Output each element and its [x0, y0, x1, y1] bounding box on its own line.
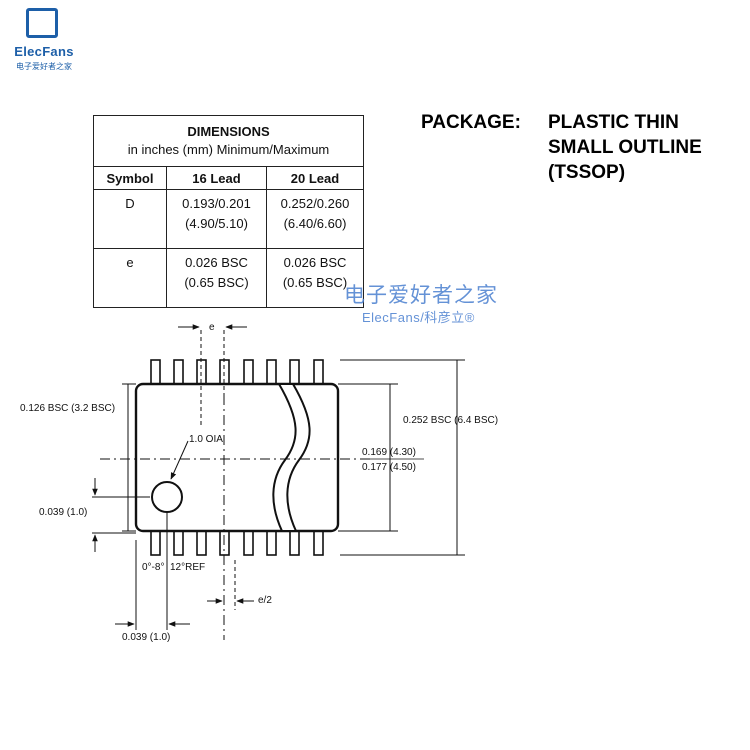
body-width-label: 0.126 BSC (3.2 BSC): [20, 403, 115, 414]
lead: [243, 359, 254, 386]
row-d-symbol: D: [93, 189, 167, 249]
row-e-20-lead: 0.026 BSC (0.65 BSC): [266, 248, 364, 308]
logo-name: ElecFans: [14, 44, 74, 59]
ref-label: 12°REF: [170, 562, 205, 573]
header-20-lead: 20 Lead: [266, 166, 364, 190]
lead: [150, 359, 161, 386]
body-length-dimension: [338, 383, 398, 532]
dims-title-cell: DIMENSIONS in inches (mm) Minimum/Maximu…: [93, 115, 364, 167]
dot-offset-label: 0.039 (1.0): [39, 507, 87, 518]
oia-leader: [170, 440, 189, 480]
package-label: PACKAGE:: [421, 112, 521, 133]
elecfans-logo: ElecFans 电子爱好者之家: [6, 6, 80, 80]
lead: [313, 529, 324, 556]
row-d-16-inch: 0.193/0.201: [182, 196, 251, 211]
center-lines: [100, 395, 372, 640]
table-row: D 0.193/0.201 (4.90/5.10) 0.252/0.260 (6…: [93, 189, 364, 249]
dims-title: DIMENSIONS: [187, 124, 270, 139]
body-width-dimension: [122, 383, 136, 532]
pin1-dot: [151, 481, 183, 513]
package-line-3: (TSSOP): [548, 162, 626, 183]
lead: [289, 529, 300, 556]
lead: [173, 359, 184, 386]
lead: [150, 529, 161, 556]
table-row: e 0.026 BSC (0.65 BSC) 0.026 BSC (0.65 B…: [93, 248, 364, 308]
row-d-20-lead: 0.252/0.260 (6.40/6.60): [266, 189, 364, 249]
package-line-2: SMALL OUTLINE: [548, 137, 702, 158]
body-length-max-label: 0.177 (4.50): [362, 462, 416, 473]
bottom-offset-label: 0.039 (1.0): [122, 632, 170, 643]
break-lines: [272, 383, 311, 532]
lead: [289, 359, 300, 386]
watermark-chinese: 电子爱好者之家: [344, 284, 498, 307]
row-d-16-lead: 0.193/0.201 (4.90/5.10): [166, 189, 267, 249]
row-d-20-mm: (6.40/6.60): [283, 216, 347, 231]
row-e-16-inch: 0.026 BSC: [185, 255, 248, 270]
half-pitch-label: e/2: [258, 595, 272, 606]
top-leads: [150, 359, 324, 386]
dims-title-row: DIMENSIONS in inches (mm) Minimum/Maximu…: [93, 115, 364, 167]
row-e-20-inch: 0.026 BSC: [283, 255, 347, 270]
watermark-english: ElecFans/科彦立®: [362, 310, 475, 325]
bottom-leads: [150, 529, 324, 556]
lead: [313, 359, 324, 386]
row-e-16-lead: 0.026 BSC (0.65 BSC): [166, 248, 267, 308]
lead: [196, 529, 207, 556]
dot-offset-dimension: [92, 478, 150, 552]
oia-label: 1.0 OIA: [189, 434, 223, 445]
dimensions-table: DIMENSIONS in inches (mm) Minimum/Maximu…: [93, 115, 364, 308]
body-length-min-label: 0.169 (4.30): [362, 447, 416, 458]
dims-header-row: Symbol 16 Lead 20 Lead: [93, 166, 364, 190]
total-width-label: 0.252 BSC (6.4 BSC): [403, 415, 498, 426]
lead: [266, 359, 277, 386]
bottom-offset-dimension: [115, 512, 190, 630]
row-d-20-inch: 0.252/0.260: [280, 196, 350, 211]
header-symbol: Symbol: [93, 166, 167, 190]
angle-label: 0°-8°: [142, 562, 164, 573]
dims-subtitle: in inches (mm) Minimum/Maximum: [127, 142, 330, 157]
logo-house-icon: [26, 8, 58, 38]
lead-centerlines: [200, 330, 236, 610]
row-d-16-mm: (4.90/5.10): [185, 216, 248, 231]
logo-subtitle: 电子爱好者之家: [16, 62, 72, 71]
row-e-20-mm: (0.65 BSC): [282, 275, 348, 290]
pitch-label: e: [209, 322, 215, 333]
lead: [266, 529, 277, 556]
package-line-1: PLASTIC THIN: [548, 112, 679, 133]
total-width-dimension: [340, 359, 465, 556]
lead: [173, 529, 184, 556]
row-e-16-mm: (0.65 BSC): [184, 275, 249, 290]
lead: [243, 529, 254, 556]
